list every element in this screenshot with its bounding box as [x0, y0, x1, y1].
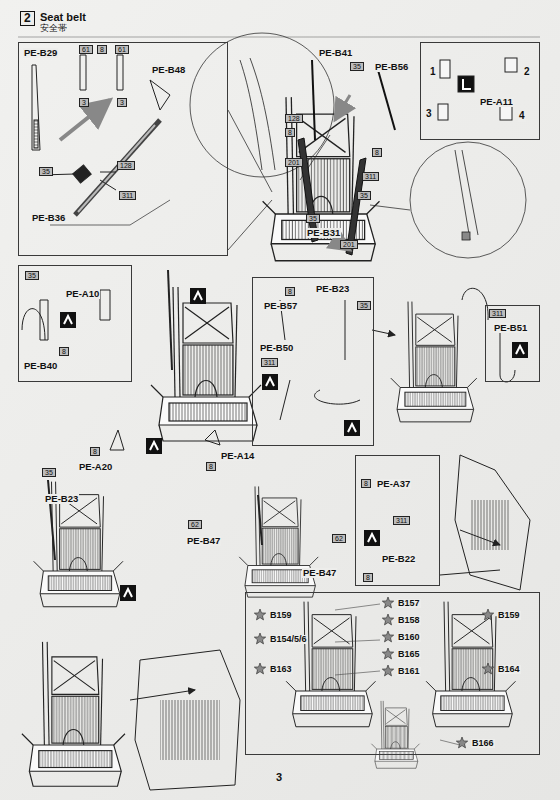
- star-icon: [254, 633, 265, 644]
- star-icon: [254, 609, 265, 620]
- part-label: PE-A37: [376, 479, 411, 489]
- callout-number: 61: [115, 45, 129, 54]
- callout-number: 128: [117, 161, 135, 170]
- callout-number: 311: [119, 191, 136, 200]
- part-label: PE-A11: [479, 97, 514, 107]
- star-icon: [382, 631, 393, 642]
- callout-number: 311: [362, 172, 379, 181]
- star-icon: [382, 665, 393, 676]
- part-label: B163: [269, 665, 293, 674]
- detail-panel: PE-B29 61 8 61 3 3 PE-B48 35 128 311PE-B36: [18, 42, 228, 256]
- part-label: PE-B48: [151, 65, 186, 75]
- callout-number: 8: [361, 479, 371, 488]
- part-label: B165: [397, 650, 421, 659]
- detail-panel: B159 B157B158 B159B154/5/6 B160B165B163 B161…: [245, 592, 540, 755]
- star-icon: [482, 663, 493, 674]
- part-label: PE-A14: [220, 451, 255, 461]
- callout-number: 8: [363, 573, 373, 582]
- callout-number: 35: [306, 214, 320, 223]
- detail-panel: 8PE-B57 PE-B23 35PE-B50 311: [252, 277, 374, 446]
- callout-number: 311: [393, 516, 410, 525]
- step-title: Seat belt: [40, 12, 86, 24]
- part-label: B158: [397, 616, 421, 625]
- part-label: PE-B23: [315, 284, 350, 294]
- view-number: 4: [518, 111, 526, 122]
- bend-icon: [190, 288, 206, 304]
- part-label: PE-B50: [259, 343, 294, 353]
- bend-icon: [146, 438, 162, 454]
- part-label: B154/5/6: [269, 635, 308, 644]
- star-icon: [254, 663, 265, 674]
- bend-icon: [60, 312, 76, 328]
- star-icon: [382, 597, 393, 608]
- part-label: PE-B56: [374, 62, 409, 72]
- detail-panel: 8 PE-A37 311PE-B22 8: [355, 455, 440, 586]
- callout-number: 201: [340, 240, 358, 249]
- part-label: PE-B51: [493, 323, 528, 333]
- callout-number: 8: [59, 347, 69, 356]
- part-label: PE-B31: [306, 228, 341, 238]
- part-label: PE-A20: [78, 462, 113, 472]
- bend-icon: [512, 342, 528, 358]
- part-label: PE-B40: [23, 361, 58, 371]
- part-label: PE-A10: [65, 289, 100, 299]
- part-label: B159: [269, 611, 293, 620]
- callout-number: 35: [25, 271, 39, 280]
- part-label: PE-B57: [263, 301, 298, 311]
- callout-number: 8: [206, 462, 216, 471]
- part-label: PE-B22: [381, 554, 416, 564]
- part-label: PE-B36: [31, 213, 66, 223]
- callout-number: 35: [357, 191, 371, 200]
- callout-number: 35: [39, 167, 53, 176]
- part-label: B159: [497, 611, 521, 620]
- part-label: PE-B47: [302, 568, 337, 578]
- callout-number: 35: [42, 468, 56, 477]
- callout-number: 8: [285, 128, 295, 137]
- part-label: PE-B47: [186, 536, 221, 546]
- detail-panel: 35PE-A10 8PE-B40: [18, 265, 132, 382]
- part-label: PE-B41: [318, 48, 353, 58]
- part-label: B157: [397, 599, 421, 608]
- part-label: B161: [397, 667, 421, 676]
- callout-number: 3: [117, 98, 127, 107]
- detail-panel: 311PE-B51: [485, 305, 540, 382]
- part-label: B160: [397, 633, 421, 642]
- callout-number: 62: [188, 520, 202, 529]
- view-number: 2: [523, 67, 531, 78]
- bend-icon: [120, 585, 136, 601]
- callout-number: 128: [285, 114, 303, 123]
- step-number: 2: [20, 11, 35, 26]
- callout-number: 8: [285, 287, 295, 296]
- part-label: PE-B23: [44, 494, 79, 504]
- part-label: B164: [497, 665, 521, 674]
- callout-number: 62: [332, 534, 346, 543]
- view-number: 3: [425, 109, 433, 120]
- callout-number: 8: [372, 148, 382, 157]
- step-title-chinese: 安全帯: [40, 24, 67, 33]
- callout-number: 35: [350, 62, 364, 71]
- bend-icon: [364, 530, 380, 546]
- star-icon: [456, 737, 467, 748]
- star-icon: [382, 648, 393, 659]
- callout-number: 3: [79, 98, 89, 107]
- callout-number: 8: [90, 447, 100, 456]
- callout-number: 311: [489, 309, 506, 318]
- star-icon: [382, 614, 393, 625]
- callout-number: 8: [97, 45, 107, 54]
- detail-panel: 1 2PE-A11 3 4: [420, 42, 540, 140]
- part-label: PE-B29: [23, 48, 58, 58]
- bend-icon: [344, 420, 360, 436]
- bend-icon: [262, 374, 278, 390]
- star-icon: [482, 609, 493, 620]
- view-number: 1: [429, 67, 437, 78]
- callout-number: 201: [285, 158, 303, 167]
- callout-number: 311: [261, 358, 278, 367]
- callout-number: 61: [79, 45, 93, 54]
- callout-number: 35: [357, 301, 371, 310]
- part-label: B166: [471, 739, 495, 748]
- page-number: 3: [276, 772, 282, 784]
